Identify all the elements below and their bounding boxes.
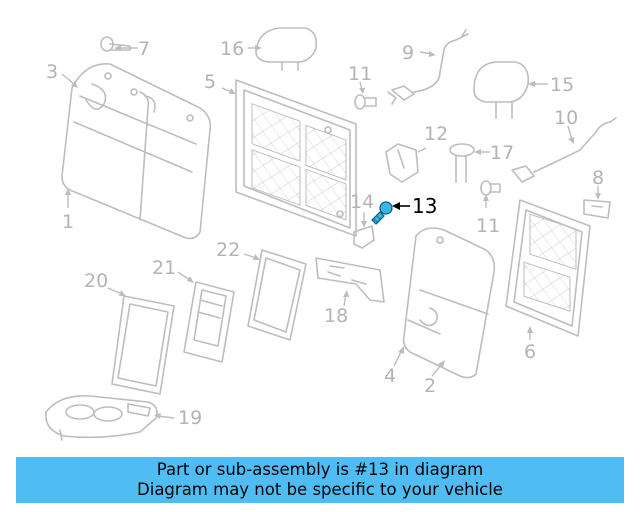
callout-21: 21 xyxy=(152,257,176,279)
bolt-part-11-lower xyxy=(480,180,501,196)
stud-part-17 xyxy=(449,143,475,183)
callout-6: 6 xyxy=(524,341,536,363)
callout-3: 3 xyxy=(46,61,58,83)
panel-part-22 xyxy=(247,249,307,341)
callout-7: 7 xyxy=(138,38,150,60)
banner-line-2: Diagram may not be specific to your vehi… xyxy=(137,480,503,499)
callout-14: 14 xyxy=(350,191,374,213)
callout-9: 9 xyxy=(402,42,414,64)
callout-1: 1 xyxy=(62,211,74,233)
bolt-part-11-upper xyxy=(354,94,377,110)
lid-part-21 xyxy=(183,281,235,363)
cable-part-9 xyxy=(387,29,469,105)
callout-numbers: 1 2 3 4 5 6 7 8 9 10 11 11 12 13 14 15 1… xyxy=(46,38,604,429)
callout-10: 10 xyxy=(554,107,578,129)
callout-4: 4 xyxy=(384,365,396,387)
callout-22: 22 xyxy=(216,239,240,261)
leader-13-highlighted xyxy=(392,202,410,210)
seatback-frame-part-6 xyxy=(505,199,591,337)
panel-part-20 xyxy=(111,295,175,395)
seatback-frame-part xyxy=(235,79,357,237)
parts-diagram: 1 2 3 4 5 6 7 8 9 10 11 11 12 13 14 15 1… xyxy=(45,27,617,441)
cupholder-part-19 xyxy=(45,395,158,441)
callout-8: 8 xyxy=(592,167,604,189)
callout-12: 12 xyxy=(424,123,448,145)
seatback-right-part xyxy=(402,227,496,379)
bracket-part-18 xyxy=(315,257,385,303)
bolt-part-13-highlighted[interactable] xyxy=(371,201,393,225)
leader-lines xyxy=(61,45,601,419)
headrest-part-16 xyxy=(255,27,318,71)
callout-11-lower: 11 xyxy=(476,215,500,237)
callout-18: 18 xyxy=(324,305,348,327)
bracket-part-14 xyxy=(353,225,375,249)
callout-16: 16 xyxy=(220,38,244,60)
callout-19: 19 xyxy=(178,407,202,429)
pin-part-7 xyxy=(100,36,131,52)
callout-2: 2 xyxy=(424,375,436,397)
callout-15: 15 xyxy=(550,74,574,96)
seatback-left-part xyxy=(61,63,212,240)
callout-5: 5 xyxy=(204,71,216,93)
headrest-part-15 xyxy=(473,61,530,119)
info-banner: Part or sub-assembly is #13 in diagram D… xyxy=(16,457,624,503)
cable-part-10 xyxy=(511,117,617,183)
bracket-part-12 xyxy=(385,143,419,183)
callout-20: 20 xyxy=(84,270,108,292)
callout-17: 17 xyxy=(490,142,514,164)
callout-11-upper: 11 xyxy=(348,63,372,85)
callout-13: 13 xyxy=(412,194,437,218)
banner-line-1: Part or sub-assembly is #13 in diagram xyxy=(156,460,484,479)
clip-part-8 xyxy=(583,199,611,219)
